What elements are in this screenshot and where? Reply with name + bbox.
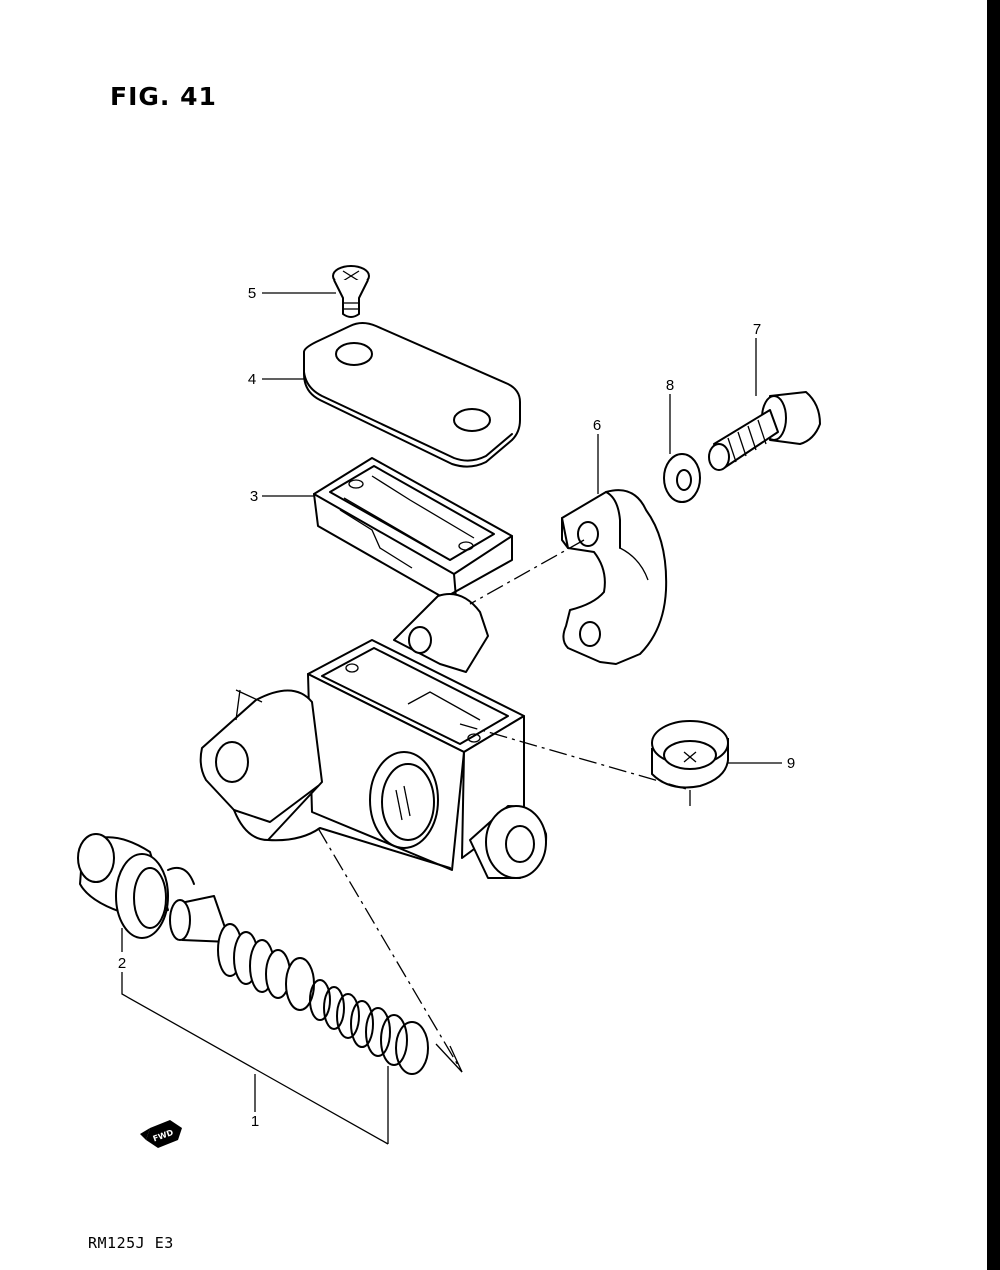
callout-4: 4 [248, 371, 256, 388]
callout-1: 1 [251, 1113, 259, 1130]
part-diaphragm [313, 457, 513, 599]
leader-lines [121, 292, 782, 1145]
part-reservoir-cap [303, 322, 521, 468]
callout-5: 5 [248, 285, 256, 302]
figure-title: FIG. 41 [110, 82, 217, 111]
callout-8: 8 [666, 377, 674, 394]
part-piston-assembly [77, 833, 429, 1075]
scan-edge-bar [987, 0, 1000, 1270]
callout-3: 3 [250, 488, 258, 505]
callout-labels: 1 2 3 4 5 6 7 8 9 [118, 285, 795, 1130]
part-bolt [708, 391, 821, 471]
part-holder [561, 489, 668, 665]
part-washer [663, 453, 701, 503]
callout-6: 6 [593, 417, 601, 434]
fwd-arrow-icon: FWD [140, 1120, 182, 1148]
master-cylinder-body [199, 593, 548, 879]
callout-9: 9 [787, 755, 795, 772]
model-code: RM125J E3 [88, 1234, 174, 1252]
part-dust-cap [651, 720, 729, 789]
callout-2: 2 [118, 955, 126, 972]
callout-7: 7 [753, 321, 761, 338]
assembly-lines [235, 539, 691, 1073]
part-screw [332, 265, 370, 318]
